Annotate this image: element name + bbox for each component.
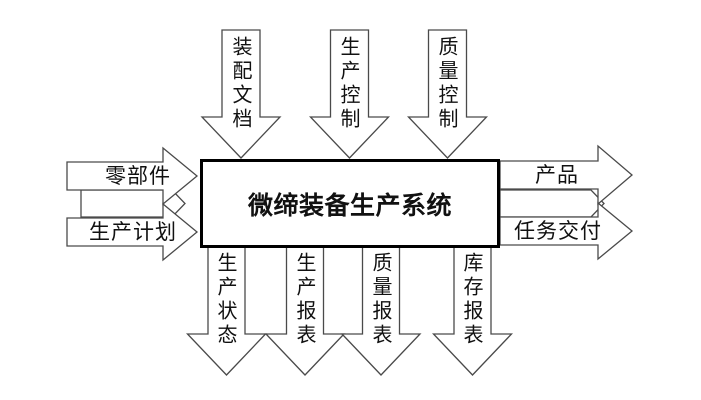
right-arrow-product bbox=[499, 144, 634, 206]
bottom-arrow-label-inventory-report: 库存报表 bbox=[460, 252, 484, 348]
right-arrow-task-delivery bbox=[499, 201, 634, 261]
right-arrow-label-task-delivery: 任务交付 bbox=[514, 219, 602, 243]
left-arrow-label-production-plan: 生产计划 bbox=[89, 220, 177, 244]
bottom-arrow-production-report bbox=[264, 246, 346, 376]
left-arrow-parts bbox=[66, 146, 199, 206]
right-middle-band bbox=[499, 189, 605, 218]
system-title: 微缔装备生产系统 bbox=[247, 190, 452, 220]
top-arrow-production-control bbox=[308, 29, 391, 159]
bottom-arrow-label-production-status: 生产状态 bbox=[214, 252, 238, 348]
left-arrow-label-parts: 零部件 bbox=[105, 164, 171, 188]
bottom-arrow-label-production-report: 生产报表 bbox=[293, 252, 317, 348]
right-arrow-label-product: 产品 bbox=[535, 163, 579, 187]
system-box bbox=[200, 159, 500, 248]
left-arrow-production-plan bbox=[66, 202, 199, 262]
bottom-arrow-inventory-report bbox=[431, 246, 514, 376]
bottom-arrow-quality-report bbox=[340, 246, 422, 376]
top-arrow-assembly-doc bbox=[200, 29, 282, 159]
bottom-arrow-label-quality-report: 质量报表 bbox=[369, 252, 393, 348]
top-arrow-label-quality-control: 质量控制 bbox=[435, 36, 459, 132]
bottom-arrow-production-status bbox=[185, 246, 268, 376]
top-arrow-quality-control bbox=[406, 29, 489, 159]
top-arrow-label-assembly-doc: 装配文档 bbox=[229, 36, 253, 132]
top-arrow-label-production-control: 生产控制 bbox=[337, 36, 361, 132]
